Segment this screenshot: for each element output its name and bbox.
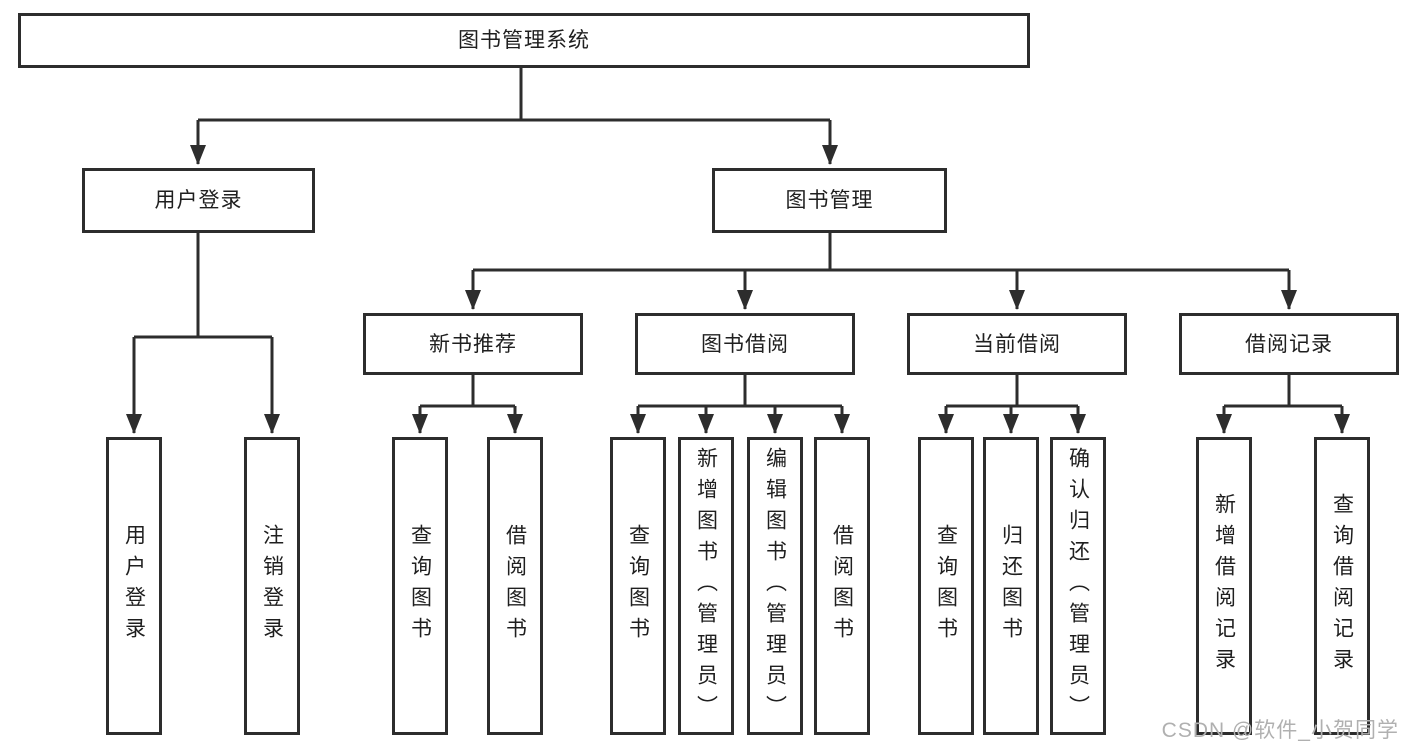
node-book-borrow: 图书借阅: [635, 313, 855, 375]
node-label: 归还图书: [999, 524, 1023, 648]
node-borrow-records: 借阅记录: [1179, 313, 1399, 375]
node-user-login: 用户登录: [82, 168, 315, 233]
node-label: 借阅图书: [503, 524, 527, 648]
leaf-br-add-borrow-record: 新增借阅记录: [1196, 437, 1252, 735]
node-label: 确认归还（管理员）: [1066, 446, 1090, 726]
leaf-bb-query-books: 查询图书: [610, 437, 666, 735]
csdn-watermark: CSDN @软件_小贺同学: [1161, 719, 1399, 742]
leaf-br-query-borrow-record: 查询借阅记录: [1314, 437, 1370, 735]
node-label: 查询图书: [408, 524, 432, 648]
leaf-bb-add-books-admin: 新增图书（管理员）: [678, 437, 734, 735]
node-current-borrow: 当前借阅: [907, 313, 1127, 375]
leaf-cb-confirm-return-admin: 确认归还（管理员）: [1050, 437, 1106, 735]
leaf-nbr-query-books: 查询图书: [392, 437, 448, 735]
node-label: 新书推荐: [429, 332, 517, 356]
node-label: 查询图书: [626, 524, 650, 648]
node-book-management: 图书管理: [712, 168, 947, 233]
node-label: 注销登录: [260, 524, 284, 648]
node-label: 查询借阅记录: [1330, 493, 1354, 679]
node-label: 借阅图书: [830, 524, 854, 648]
leaf-user-login: 用户登录: [106, 437, 162, 735]
node-label: 查询图书: [934, 524, 958, 648]
node-label: 当前借阅: [973, 332, 1061, 356]
node-label: 用户登录: [154, 189, 243, 212]
node-label: 用户登录: [122, 524, 146, 648]
leaf-logout: 注销登录: [244, 437, 300, 735]
node-label: 图书借阅: [701, 332, 789, 356]
leaf-bb-borrow-books: 借阅图书: [814, 437, 870, 735]
leaf-nbr-borrow-books: 借阅图书: [487, 437, 543, 735]
node-label: 新增图书（管理员）: [694, 446, 718, 726]
leaf-cb-query-books: 查询图书: [918, 437, 974, 735]
node-root: 图书管理系统: [18, 13, 1030, 68]
node-label: 借阅记录: [1245, 332, 1333, 356]
node-label: 图书管理系统: [458, 29, 590, 52]
node-label: 编辑图书（管理员）: [763, 446, 787, 726]
node-new-book-recommend: 新书推荐: [363, 313, 583, 375]
leaf-bb-edit-books-admin: 编辑图书（管理员）: [747, 437, 803, 735]
node-label: 新增借阅记录: [1212, 493, 1236, 679]
leaf-cb-return-books: 归还图书: [983, 437, 1039, 735]
node-label: 图书管理: [785, 189, 874, 212]
